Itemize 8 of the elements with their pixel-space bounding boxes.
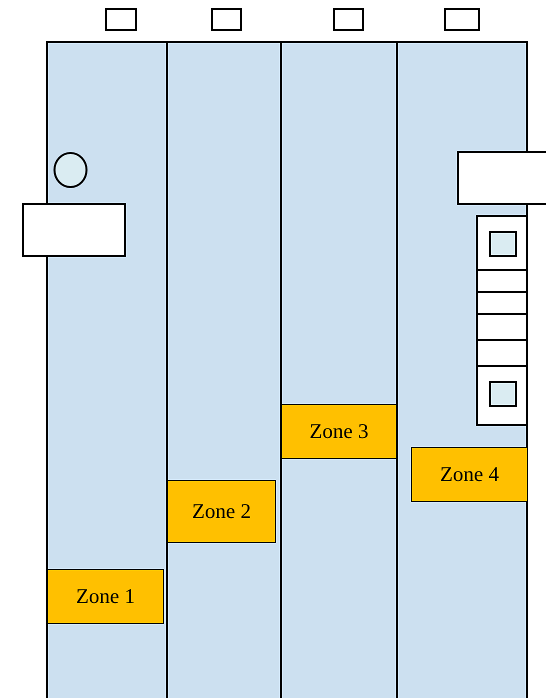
zone-label: Zone 3: [310, 419, 368, 444]
zone-box: [281, 404, 397, 459]
zone-box: [47, 569, 164, 624]
zone-box: [167, 480, 276, 543]
zone-label: Zone 4: [440, 462, 499, 487]
zone-label: Zone 2: [192, 499, 251, 524]
zone-label: Zone 1: [76, 584, 135, 609]
zone-box: [411, 447, 528, 502]
